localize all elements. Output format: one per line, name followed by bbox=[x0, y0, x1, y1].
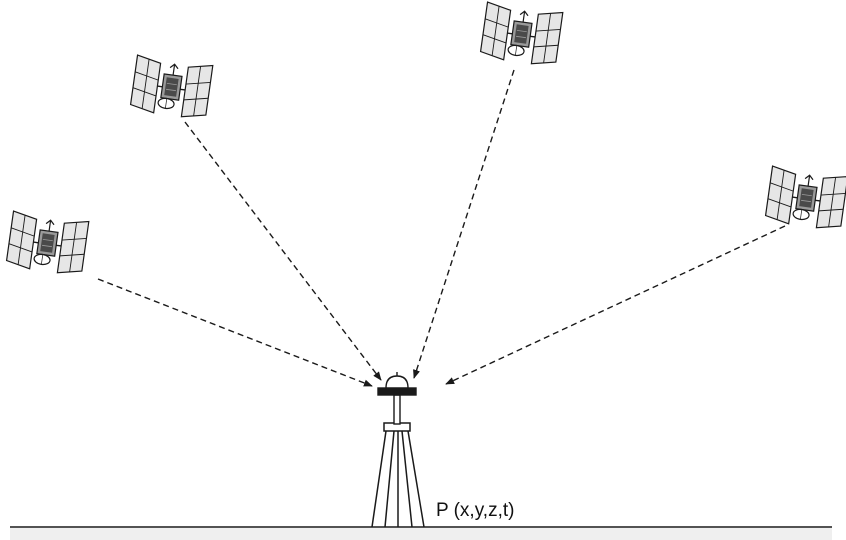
signal-path-top-center bbox=[413, 69, 515, 379]
receiver-point-label: P (x,y,z,t) bbox=[436, 500, 515, 521]
satellite-icon bbox=[764, 165, 846, 232]
signal-path-upper-left bbox=[184, 121, 382, 381]
satellite-icon bbox=[5, 210, 90, 277]
receiver-antenna-icon bbox=[377, 372, 417, 425]
signal-path-far-left bbox=[97, 278, 373, 387]
satellite-icon bbox=[479, 1, 564, 68]
satellite-icon bbox=[129, 54, 214, 121]
ground-strip bbox=[10, 528, 832, 540]
receiver-tripod bbox=[371, 422, 425, 528]
signal-path-right bbox=[445, 225, 786, 385]
